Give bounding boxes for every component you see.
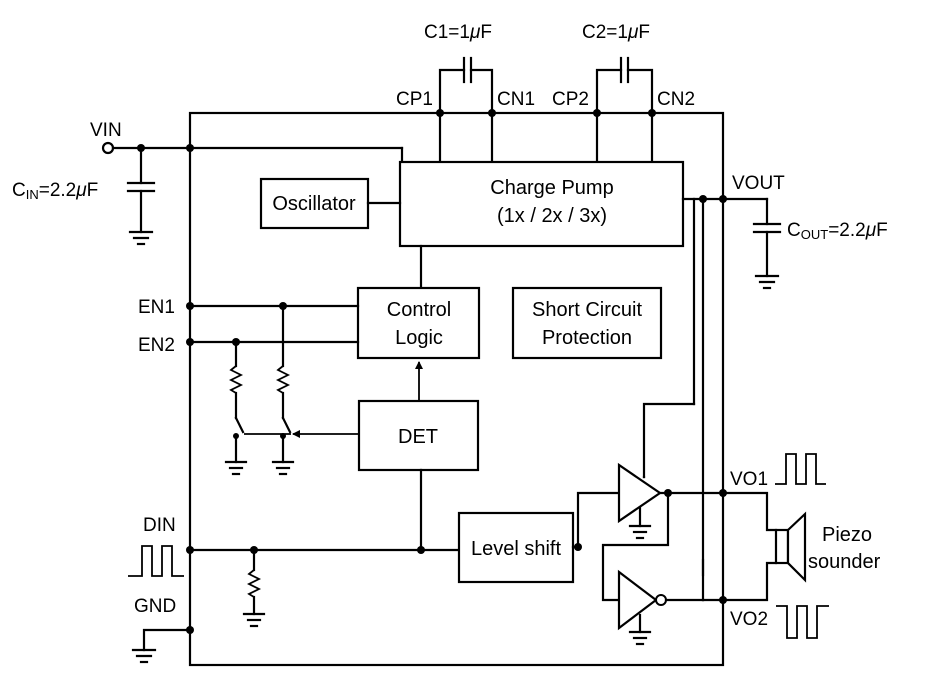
- pin-vin-terminal: [101, 141, 115, 155]
- din-waveform-icon: [128, 545, 184, 577]
- pin-en1-label: EN1: [138, 297, 175, 318]
- det-label: DET: [398, 426, 438, 448]
- capacitor-c1: [438, 56, 494, 115]
- pin-en2-label: EN2: [138, 335, 175, 356]
- piezo-label-2: sounder: [808, 551, 881, 573]
- pin-din-label: DIN: [143, 515, 176, 536]
- pin-cn1-label: CN1: [497, 89, 535, 110]
- piezo-label-1: Piezo: [822, 524, 872, 546]
- capacitor-cout: [752, 197, 782, 290]
- pin-cn2-label: CN2: [657, 89, 695, 110]
- charge-pump-modes: (1x / 2x / 3x): [497, 205, 607, 227]
- pin-vo2-label: VO2: [730, 609, 768, 630]
- capacitor-c2: [595, 56, 654, 115]
- pin-cp1-label: CP1: [396, 89, 433, 110]
- pin-gnd-label: GND: [134, 596, 176, 617]
- level-shift-label: Level shift: [471, 538, 561, 560]
- inverter-bubble: [655, 594, 667, 606]
- vo1-waveform-icon: [775, 453, 826, 485]
- en1-pulldown: [271, 304, 295, 476]
- din-pulldown: [242, 548, 266, 628]
- scp-label-2: Protection: [542, 327, 632, 349]
- capacitor-cin: [126, 146, 156, 246]
- charge-pump-label: Charge Pump: [490, 177, 613, 199]
- control-logic-label-1: Control: [387, 299, 451, 321]
- oscillator-label: Oscillator: [272, 193, 356, 215]
- c2-label: C2=1μF: [582, 22, 650, 43]
- scp-label-1: Short Circuit: [532, 299, 642, 321]
- cout-label: COUT=2.2μF: [787, 220, 888, 242]
- short-circuit-protection-block: [511, 286, 663, 360]
- cin-label: CIN=2.2μF: [12, 180, 98, 202]
- pin-vo1-label: VO1: [730, 469, 768, 490]
- vo2-waveform-icon: [776, 605, 829, 639]
- pin-vin-label: VIN: [90, 120, 122, 141]
- piezo-sounder-icon: [774, 511, 807, 583]
- pin-vout-label: VOUT: [732, 173, 785, 194]
- level-shift-block: [457, 511, 575, 584]
- c1-label: C1=1μF: [424, 22, 492, 43]
- control-logic-block: [356, 286, 481, 360]
- ic-outline: [188, 111, 725, 667]
- control-logic-label-2: Logic: [395, 327, 443, 349]
- driver-inverter-2: [617, 569, 658, 631]
- det-block: [357, 399, 480, 472]
- charge-pump-block: [398, 160, 685, 248]
- en2-pulldown: [224, 340, 248, 476]
- pin-cp2-label: CP2: [552, 89, 589, 110]
